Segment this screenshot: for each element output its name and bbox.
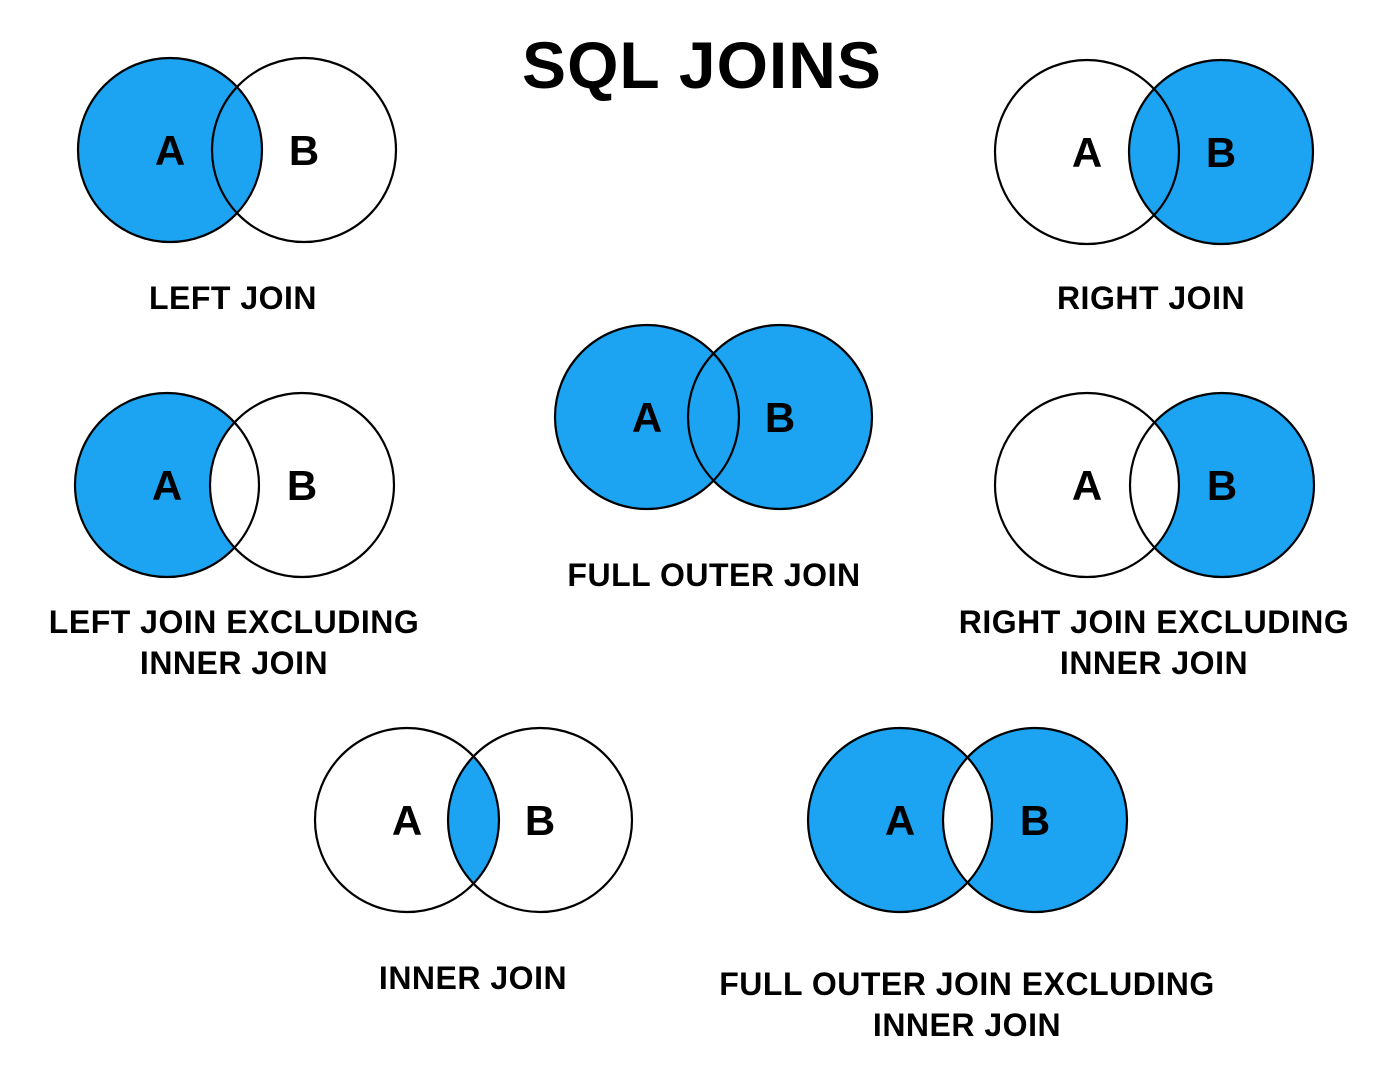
circle-b-fill (688, 325, 872, 509)
circle-b-outline (1128, 391, 1316, 579)
set-b-label: B (289, 127, 319, 174)
venn-right-join: A B RIGHT JOIN (993, 58, 1315, 316)
set-a-label: A (1072, 462, 1102, 509)
set-b-label: B (525, 797, 555, 844)
venn-full-outer-join: A B FULL OUTER JOIN (553, 323, 874, 593)
circle-a-fill (555, 325, 739, 509)
set-b-label: B (1206, 129, 1236, 176)
set-a-label: A (632, 394, 662, 441)
circle-b-outline (1127, 58, 1315, 246)
circle-a-fill (995, 393, 1179, 577)
set-a-label: A (152, 462, 182, 509)
page-title: SQL JOINS (522, 28, 882, 102)
circle-b-outline (210, 56, 398, 244)
circle-a-fill (78, 58, 262, 242)
circle-a-outline (313, 726, 501, 914)
diagram-caption-line: INNER JOIN (140, 645, 328, 681)
circle-a-outline (553, 323, 741, 511)
set-b-label: B (1207, 462, 1237, 509)
diagram-caption-line: INNER JOIN (379, 960, 567, 996)
circle-a-fill (75, 393, 259, 577)
set-b-label: B (287, 462, 317, 509)
circle-b-fill (448, 728, 632, 912)
circle-a-outline (993, 58, 1181, 246)
circle-b-fill (212, 58, 396, 242)
set-a-label: A (1072, 129, 1102, 176)
diagram-caption-line: FULL OUTER JOIN (567, 557, 860, 593)
circle-a-outline (73, 391, 261, 579)
diagram-caption-line: FULL OUTER JOIN EXCLUDING (719, 966, 1214, 1002)
diagram-caption-line: RIGHT JOIN EXCLUDING (959, 604, 1349, 640)
circle-b-outline (446, 726, 634, 914)
diagram-caption-line: RIGHT JOIN (1057, 280, 1245, 316)
diagram-caption-line: INNER JOIN (873, 1007, 1061, 1043)
circle-a-fill (315, 728, 499, 912)
circle-b-fill (943, 728, 1127, 912)
circle-b-fill (210, 393, 394, 577)
circle-b-fill (1129, 60, 1313, 244)
circle-a-fill (808, 728, 992, 912)
diagram-caption-line: LEFT JOIN (149, 280, 317, 316)
circle-b-fill (1130, 393, 1314, 577)
circle-a-outline (806, 726, 994, 914)
set-b-label: B (1020, 797, 1050, 844)
venn-full-outer-join-excluding-inner-join: A B FULL OUTER JOIN EXCLUDING INNER JOIN (719, 726, 1214, 1043)
venn-left-join: A B LEFT JOIN (76, 56, 398, 316)
circle-b-outline (941, 726, 1129, 914)
venn-left-join-excluding-inner-join: A B LEFT JOIN EXCLUDING INNER JOIN (49, 391, 419, 681)
diagram-caption-line: INNER JOIN (1060, 645, 1248, 681)
set-a-label: A (392, 797, 422, 844)
diagram-caption-line: LEFT JOIN EXCLUDING (49, 604, 419, 640)
set-a-label: A (885, 797, 915, 844)
circle-a-outline (76, 56, 264, 244)
circle-b-outline (208, 391, 396, 579)
venn-right-join-excluding-inner-join: A B RIGHT JOIN EXCLUDING INNER JOIN (959, 391, 1349, 681)
set-a-label: A (155, 127, 185, 174)
diagrams-root: A B LEFT JOIN A B RIGHT JOIN A B LEFT JOIN EXCLU… (49, 56, 1349, 1043)
set-b-label: B (765, 394, 795, 441)
circle-b-outline (686, 323, 874, 511)
circle-a-fill (995, 60, 1179, 244)
circle-a-outline (993, 391, 1181, 579)
venn-inner-join: A B INNER JOIN (313, 726, 634, 996)
